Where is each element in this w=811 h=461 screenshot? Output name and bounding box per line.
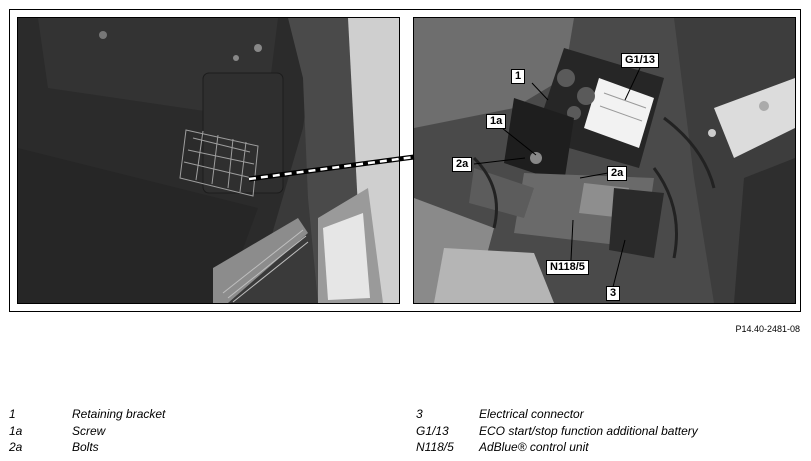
legend-item: G1/13 ECO start/stop function additional… (416, 423, 698, 440)
callout-3: 3 (606, 286, 621, 301)
legend-key: N118/5 (416, 440, 454, 454)
legend-item: 2a Bolts (9, 439, 165, 456)
legend-text: Bolts (72, 440, 99, 454)
legend-key: 2a (9, 440, 23, 454)
legend-text: AdBlue® control unit (479, 440, 589, 454)
legend-item: 1 Retaining bracket (9, 406, 165, 423)
legend-left: 1 Retaining bracket 1a Screw 2a Bolts (9, 406, 165, 456)
legend-key: G1/13 (416, 423, 449, 438)
legend-text: Retaining bracket (72, 407, 166, 421)
legend-key: 1 (9, 407, 16, 421)
callout-1a: 1a (486, 114, 507, 129)
callout-g1-13: G1/13 (621, 53, 659, 68)
legend-right: 3 Electrical connector G1/13 ECO start/s… (416, 406, 698, 456)
callout-2a-right: 2a (607, 166, 628, 181)
battery-detail-photo (413, 17, 796, 304)
legend-key: 3 (416, 407, 423, 421)
legend-text: Screw (72, 423, 106, 438)
trunk-overview-photo (17, 17, 400, 304)
callout-2a-left: 2a (452, 157, 473, 172)
legend-item: 3 Electrical connector (416, 406, 698, 423)
callout-1: 1 (511, 69, 526, 84)
legend-item: N118/5 AdBlue® control unit (416, 439, 698, 456)
legend-item: 1a Screw (9, 423, 165, 440)
figure-reference: P14.40-2481-08 (735, 324, 800, 334)
legend-key: 1a (9, 423, 23, 438)
legend-text: Electrical connector (479, 407, 584, 421)
legend-text: ECO start/stop function additional batte… (479, 423, 698, 438)
callout-n118-5: N118/5 (546, 260, 589, 275)
